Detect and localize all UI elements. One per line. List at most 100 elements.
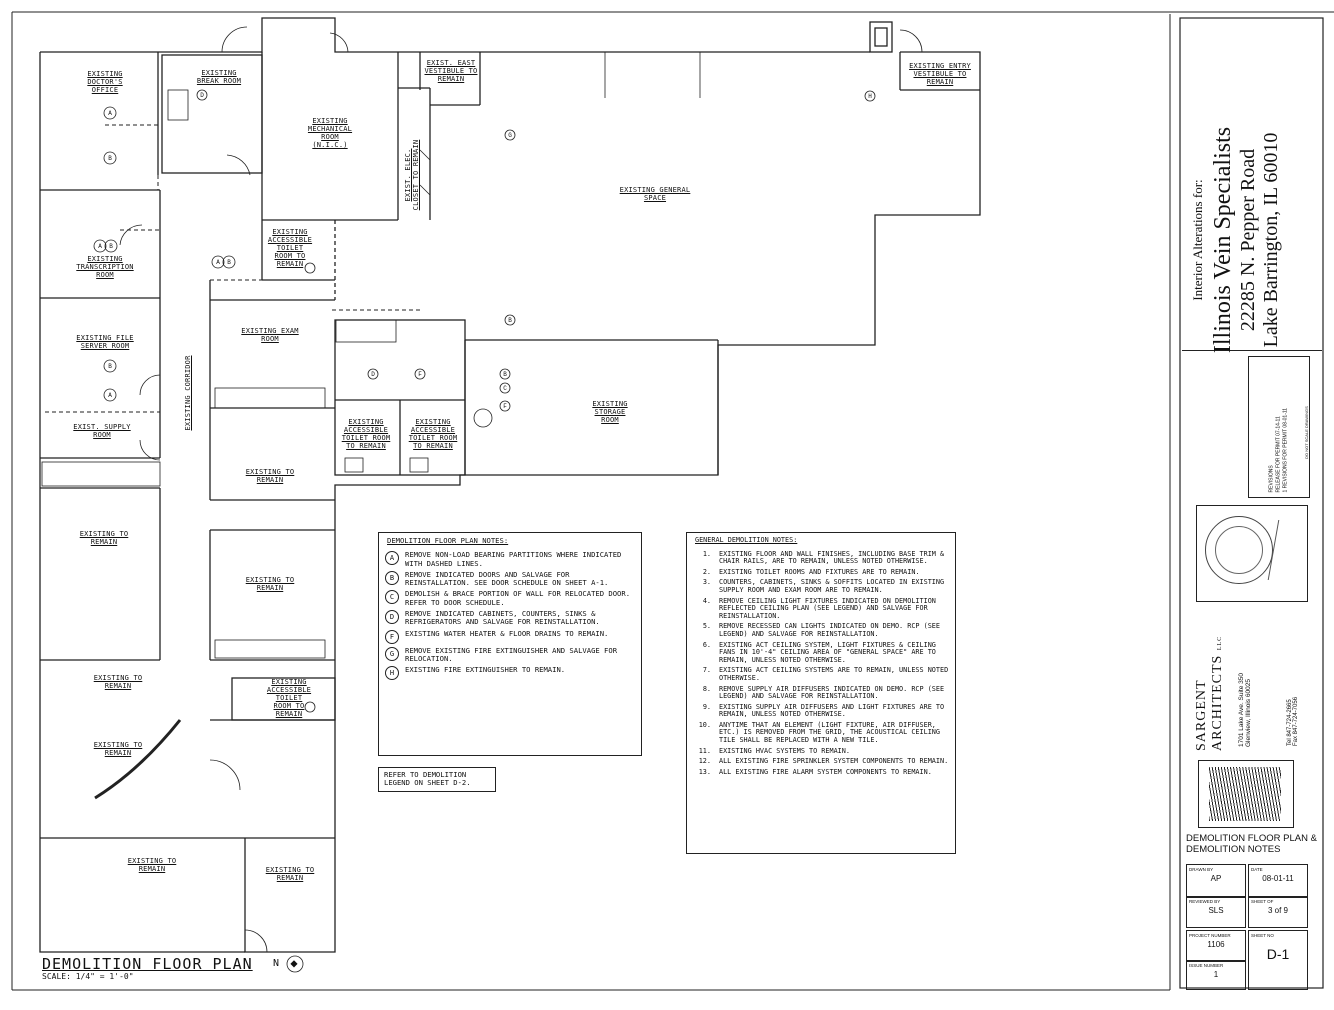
general-note-text: REMOVE CEILING LIGHT FIXTURES INDICATED … [719,596,936,620]
seal-stamp-icon [1205,516,1273,584]
general-note-row: 7. EXISTING ACT CEILING SYSTEMS ARE TO RE… [693,666,949,682]
room-label-existing-to-remain-5: EXISTING TO REMAIN [93,741,143,757]
note-key-bubble: G [385,646,399,661]
sheet-title: DEMOLITION FLOOR PLAN [42,955,253,973]
sheet-no-label: SHEET NO [1251,933,1274,938]
general-note-text: EXISTING FLOOR AND WALL FINISHES, INCLUD… [719,549,945,566]
firm-fax: Fax 847-724-7056 [1293,696,1299,746]
client-name: Illinois Vein Specialists [1210,126,1236,354]
drawn-by-label: DRAWN BY [1189,867,1214,872]
general-note-row: 11.EXISTING HVAC SYSTEMS TO REMAIN. [693,746,949,756]
architect-seal [1196,505,1308,602]
room-label-corridor: EXISTING CORRIDOR [184,355,192,431]
note-text: REMOVE INDICATED DOORS AND SALVAGE FOR R… [405,569,609,588]
svg-text:A: A [108,110,112,117]
north-arrow-icon: ◆ [290,956,298,970]
general-note-row: 3. COUNTERS, CABINETS, SINKS & SOFFITS LO… [693,579,949,594]
general-note-number: 8. [702,684,711,693]
room-label-existing-to-remain-7: EXISTING TO REMAIN [265,866,315,882]
reviewed-by-label: REVIEWED BY [1189,899,1221,904]
project-number-value: 1106 [1207,940,1225,949]
date-label: DATE [1251,867,1263,872]
general-note-row: 5.REMOVE RECESSED CAN LIGHTS INDICATED O… [693,622,949,638]
sheet-of-label: SHEET OF [1251,899,1274,904]
svg-text:H: H [868,93,872,100]
date-value: 08-01-11 [1262,874,1294,883]
general-note-text: REMOVE SUPPLY AIR DIFFUSERS INDICATED ON… [719,684,945,701]
reviewed-by-value: SLS [1208,906,1224,915]
room-label-toilet-south: EXISTING ACCESSIBLE TOILET ROOM TO REMAI… [266,678,312,718]
general-note-number: 11. [698,746,711,755]
scale-note: SCALE: 1/4" = 1'-0" [42,972,134,981]
general-note-row: 9.EXISTING SUPPLY AIR DIFFUSERS AND LIGH… [693,702,949,719]
sheet-name: DEMOLITION FLOOR PLAN & DEMOLITION NOTES [1186,833,1317,855]
title-block-table: DRAWN BY AP DATE 08-01-11 REVIEWED BY SL… [1184,862,1312,990]
general-note-row: 10. ANYTIME THAT AN ELEMENT (LIGHT FIXTUR… [693,720,949,745]
svg-text:B: B [108,155,112,162]
svg-text:A: A [216,259,220,266]
issue-number-label: ISSUE NUMBER [1189,963,1224,968]
svg-text:F: F [503,403,507,410]
note-key-bubble: D [385,610,399,625]
firm-name: SARGENT ARCHITECTS [1194,654,1225,751]
firm-block: SARGENT ARCHITECTS LLC 1701 Lake Ave. Su… [1190,605,1315,755]
general-notes-heading: GENERAL DEMOLITION NOTES: [695,536,798,544]
note-key-bubble: A [385,551,399,566]
svg-text:B: B [508,317,512,324]
general-note-number: 6. [702,640,711,649]
note-text: REMOVE EXISTING FIRE EXTINGUISHER AND SA… [405,645,618,663]
general-note-text: ANYTIME THAT AN ELEMENT (LIGHT FIXTURE, … [719,720,940,745]
svg-text:B: B [108,363,112,370]
general-note-number: 3. [702,578,711,587]
room-label-doctors-office: EXISTING DOCTOR'S OFFICE [87,70,123,94]
demolition-notes-heading: DEMOLITION FLOOR PLAN NOTES: [387,536,509,545]
svg-text:F: F [418,371,422,378]
svg-text:B: B [109,243,113,250]
svg-text:A: A [108,392,112,399]
svg-text:B: B [227,259,231,266]
note-text: EXISTING FIRE EXTINGUISHER TO REMAIN. [405,665,566,675]
room-label-general-space: EXISTING GENERAL SPACE [619,186,691,202]
general-note-number: 10. [698,720,711,729]
sheet-of-value: 3 of 9 [1267,906,1288,915]
general-note-number: 12. [698,757,711,766]
north-label: N [273,958,280,969]
general-note-row: 2.EXISTING TOILET ROOMS AND FIXTURES ARE… [693,567,949,577]
room-label-existing-to-remain-3: EXISTING TO REMAIN [245,576,295,592]
general-note-number: 7. [702,666,711,675]
general-note-text: REMOVE RECESSED CAN LIGHTS INDICATED ON … [719,622,940,638]
room-label-toilet-east: EXISTING ACCESSIBLE TOILET ROOM TO REMAI… [408,418,458,450]
svg-text:D: D [200,92,204,99]
note-key-bubble: C [385,590,399,605]
general-note-row: 1. EXISTING FLOOR AND WALL FINISHES, INCL… [693,549,949,566]
sheet-no-value: D-1 [1266,946,1290,962]
general-notes-box: GENERAL DEMOLITION NOTES: 1. EXISTING FLO… [686,532,956,854]
note-text: REMOVE INDICATED CABINETS, COUNTERS, SIN… [405,609,600,627]
room-label-existing-to-remain-1: EXISTING TO REMAIN [245,468,295,484]
room-label-break-room: EXISTING BREAK ROOM [196,69,242,85]
general-note-number: 13. [698,767,711,776]
general-note-number: 4. [702,596,711,605]
project-for: Interior Alterations for: [1190,179,1205,301]
note-key-bubble: H [385,666,399,681]
general-note-text: ALL EXISTING FIRE SPRINKLER SYSTEM COMPO… [719,757,949,766]
note-row: D REMOVE INDICATED CABINETS, COUNTERS, SI… [385,610,635,627]
room-label-toilet-west: EXISTING ACCESSIBLE TOILET ROOM TO REMAI… [341,418,391,450]
general-note-number: 1. [702,549,711,558]
room-label-toilet-north: EXISTING ACCESSIBLE TOILET ROOM TO REMAI… [267,228,313,268]
general-note-number: 2. [702,567,711,576]
firm-address-2: Glenview, Illinois 60025 [1245,679,1252,747]
general-note-text: EXISTING ACT CEILING SYSTEMS ARE TO REMA… [719,666,949,682]
general-note-text: COUNTERS, CABINETS, SINKS & SOFFITS LOCA… [719,578,945,594]
revision-2: 1 REVISIONS FOR PERMIT 08-01-11 [1282,407,1289,493]
general-note-row: 6. EXISTING ACT CEILING SYSTEM, LIGHT FIX… [693,640,949,665]
general-note-text: EXISTING ACT CEILING SYSTEM, LIGHT FIXTU… [719,640,936,664]
general-note-row: 13.ALL EXISTING FIRE ALARM SYSTEM COMPON… [693,767,949,777]
general-note-row: 4. REMOVE CEILING LIGHT FIXTURES INDICATE… [693,596,949,621]
general-note-number: 9. [702,702,711,711]
